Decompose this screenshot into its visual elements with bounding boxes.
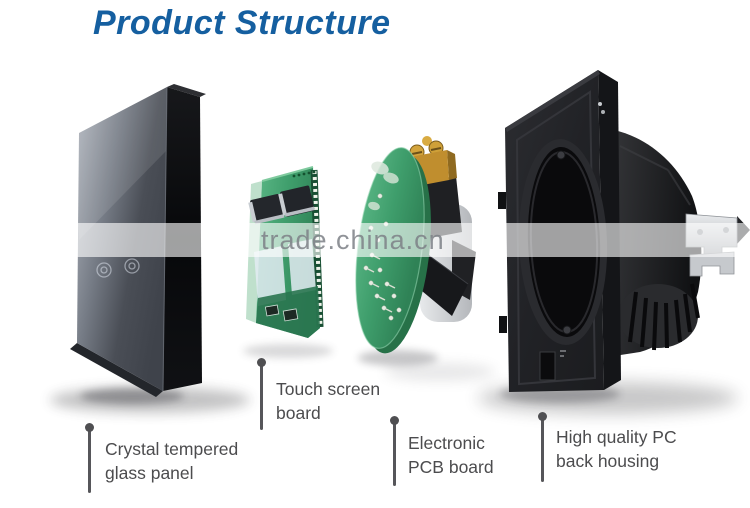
page-title: Product Structure <box>93 4 391 42</box>
component-label-back-housing: High quality PC back housing <box>556 425 677 473</box>
component-label-pcb-board: Electronic PCB board <box>408 431 494 479</box>
touch-indicator-icons <box>96 258 140 278</box>
label-line: High quality PC <box>556 427 677 447</box>
label-line: Crystal tempered <box>105 439 239 459</box>
callout-line <box>541 416 544 482</box>
callout-pcb-board: Electronic PCB board <box>390 416 494 486</box>
callout-line <box>393 420 396 486</box>
callout-dot <box>257 358 266 367</box>
label-line: Electronic <box>408 433 485 453</box>
callout-glass-panel: Crystal tempered glass panel <box>85 423 238 493</box>
watermark-band: trade.china.cn <box>0 223 750 257</box>
vent-fins <box>628 283 700 351</box>
callout-line <box>260 362 263 430</box>
callout-touch-board: Touch screen board <box>257 358 380 430</box>
callout-line <box>88 427 91 493</box>
component-label-touch-board: Touch screen board <box>276 377 380 425</box>
label-line: Touch screen <box>276 379 381 399</box>
component-label-glass-panel: Crystal tempered glass panel <box>105 437 238 485</box>
label-line: back housing <box>556 451 660 471</box>
label-line: PCB board <box>408 457 494 477</box>
callout-dot <box>85 423 94 432</box>
label-line: glass panel <box>105 463 194 483</box>
watermark-text: trade.china.cn <box>261 225 445 255</box>
callout-dot <box>390 416 399 425</box>
callout-dot <box>538 412 547 421</box>
component-back-housing <box>498 70 750 392</box>
callout-back-housing: High quality PC back housing <box>538 412 677 482</box>
touch-board-chips <box>248 185 315 225</box>
label-line: board <box>276 403 321 423</box>
